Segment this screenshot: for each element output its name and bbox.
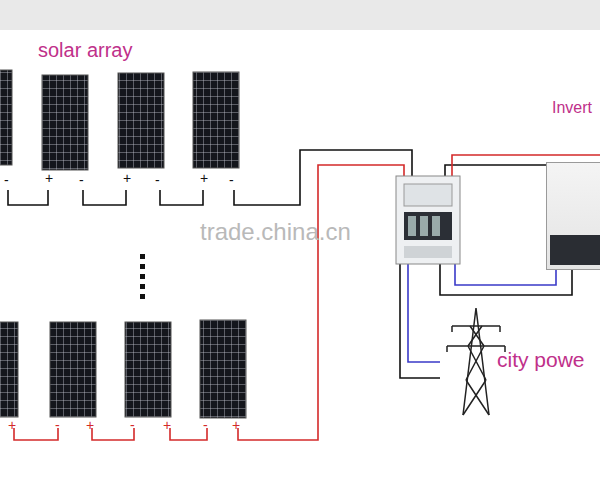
terminal-sign: - xyxy=(155,173,160,187)
inverter: Invert xyxy=(546,100,600,270)
ellipsis-dots xyxy=(140,254,145,299)
terminal-sign: + xyxy=(200,171,208,185)
red-wires xyxy=(14,155,600,440)
terminal-sign: - xyxy=(55,418,60,432)
terminal-sign: - xyxy=(203,418,208,432)
terminal-sign: + xyxy=(45,171,53,185)
blue-wires xyxy=(408,262,556,362)
inverter-panel xyxy=(550,235,600,265)
solar-panels xyxy=(0,70,246,418)
terminal-sign: + xyxy=(86,418,94,432)
pylon xyxy=(447,308,505,415)
inverter-housing xyxy=(546,162,600,270)
terminal-sign: + xyxy=(8,418,16,432)
combiner-box xyxy=(396,176,460,264)
terminal-sign: + xyxy=(163,418,171,432)
watermark: trade.china.cn xyxy=(200,220,351,244)
terminal-sign: + xyxy=(232,418,240,432)
black-wires xyxy=(8,150,600,378)
terminal-sign: - xyxy=(229,173,234,187)
title-label: solar array xyxy=(38,40,132,60)
inverter-label: Invert xyxy=(552,100,600,116)
terminal-sign: - xyxy=(79,173,84,187)
grid-label: city powe xyxy=(497,349,585,370)
terminal-sign: + xyxy=(123,171,131,185)
terminal-sign: - xyxy=(4,173,9,187)
top-band xyxy=(0,0,600,30)
terminal-sign: - xyxy=(130,418,135,432)
